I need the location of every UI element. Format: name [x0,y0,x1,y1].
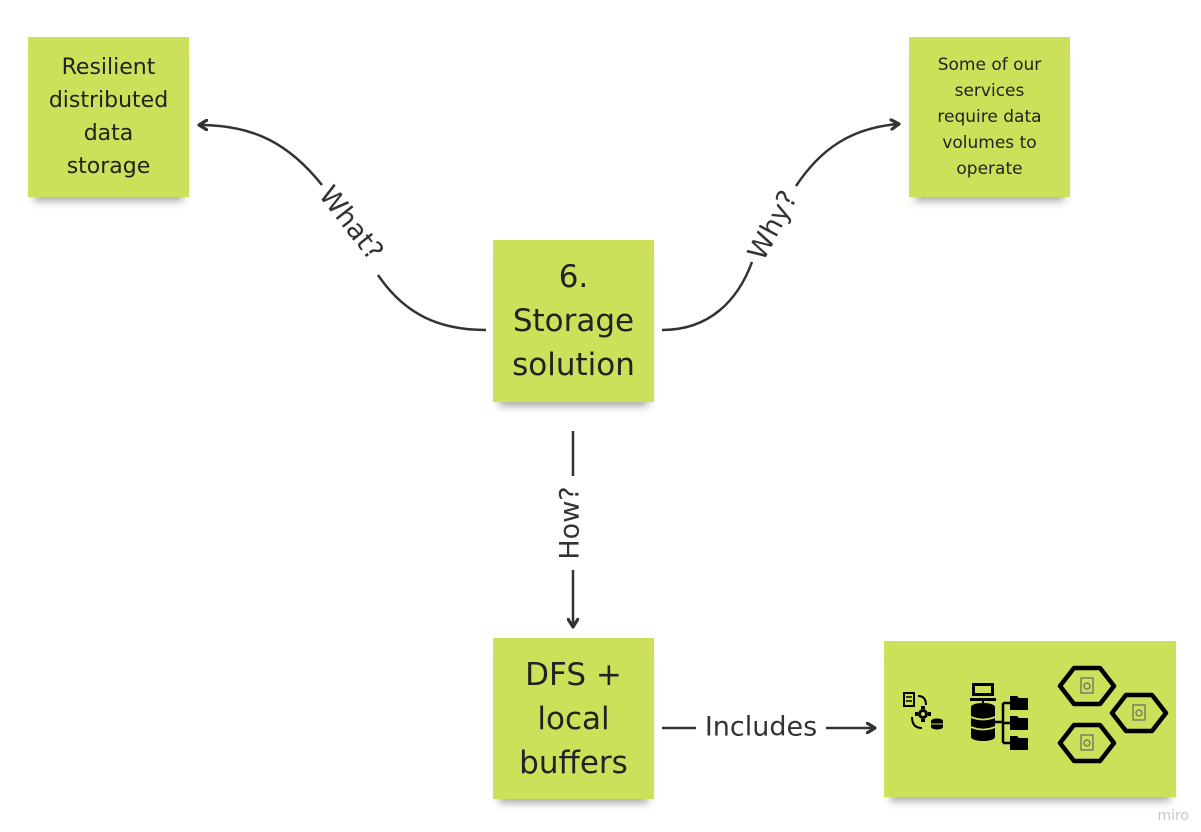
note-line: local [537,700,610,737]
note-line: Storage [512,303,635,339]
why-connector[interactable]: Why? [661,124,898,332]
note-line: Resilient [61,55,156,80]
miro-watermark: miro [1157,808,1189,824]
sticky-note-why[interactable]: Some of our services require data volume… [909,37,1070,197]
data-sync-gear-icon [903,692,943,730]
note-line: distributed [48,88,169,113]
includes-icons-graphic [903,665,1169,764]
note-line: require data [937,107,1042,127]
what-connector[interactable]: What? [200,125,487,332]
note-line: data [83,121,134,146]
note-line: Some of our [937,55,1042,75]
note-line: 6. [558,259,589,295]
note-line: buffers [519,744,628,781]
hexagon-disk-cluster-icon [1057,665,1169,764]
note-line: storage [66,154,151,179]
note-line: services [954,81,1025,101]
note-line: volumes to [942,133,1037,153]
sticky-note-includes-icons[interactable] [884,641,1176,797]
how-label: How? [555,486,586,559]
sticky-note-storage-solution[interactable]: 6. Storage solution [493,240,654,402]
why-label: Why? [742,186,804,266]
what-label: What? [312,180,389,266]
includes-label: Includes [705,712,817,743]
how-connector[interactable]: How? [555,431,586,626]
sticky-note-what[interactable]: Resilient distributed data storage [28,37,189,197]
server-database-folders-icon [970,683,1028,750]
note-line: solution [512,347,635,383]
note-line: operate [956,159,1023,179]
includes-connector[interactable]: Includes [662,712,874,743]
note-line: DFS + [525,656,622,693]
sticky-note-dfs-local-buffers[interactable]: DFS + local buffers [493,638,654,799]
